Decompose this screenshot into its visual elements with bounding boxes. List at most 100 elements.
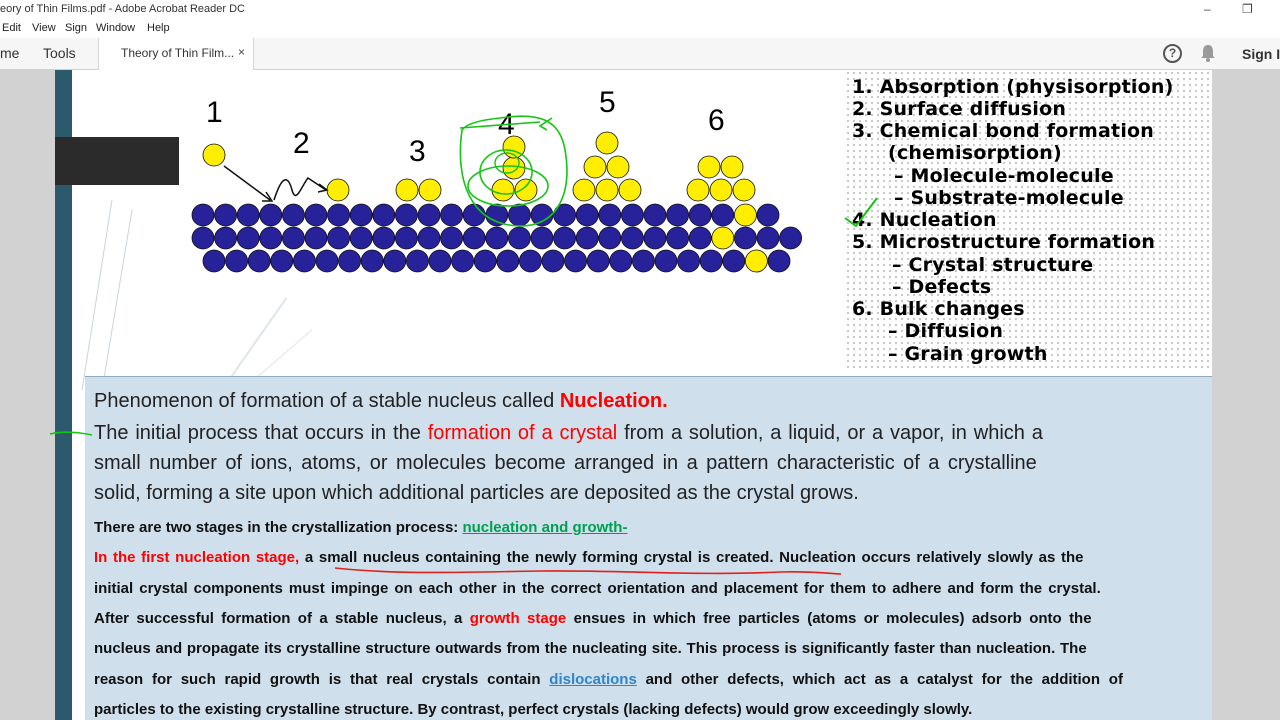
substrate-atom	[236, 226, 260, 250]
atom-lattice-illustration	[191, 131, 802, 273]
detail-line-1-c: Nucleation occurs relatively slowly as t…	[773, 549, 1084, 566]
para-line-1-a: The initial process that occurs in the	[94, 422, 428, 444]
substrate-atom	[473, 249, 497, 273]
step-1: 1. Absorption (physisorption)	[852, 76, 1174, 98]
substrate-atom	[202, 249, 226, 273]
adatom	[395, 178, 419, 202]
detail-line-5-a: reason for such rapid growth is that rea…	[94, 671, 550, 688]
adatom	[686, 178, 710, 202]
menu-edit[interactable]: Edit	[2, 22, 21, 34]
substrate-atom	[451, 249, 475, 273]
substrate-atom	[666, 226, 690, 250]
substrate-atom	[643, 226, 667, 250]
step-6-sub-1: – Diffusion	[888, 320, 1004, 342]
text-panel: Phenomenon of formation of a stable nucl…	[85, 376, 1212, 720]
definition-text: Phenomenon of formation of a stable nucl…	[94, 390, 560, 412]
adatom	[709, 178, 733, 202]
bell-icon[interactable]	[1200, 44, 1216, 62]
substrate-atom	[349, 203, 373, 227]
step-6: 6. Bulk changes	[852, 298, 1025, 320]
substrate-atom	[394, 203, 418, 227]
detail-line-4: nucleus and propagate its crystalline st…	[94, 640, 1087, 657]
detail-line-1: In the first nucleation stage, a small n…	[94, 549, 1083, 566]
substrate-atom	[553, 226, 577, 250]
substrate-atom	[564, 249, 588, 273]
step-3-sub-2: – Substrate-molecule	[894, 187, 1124, 209]
substrate-atom	[349, 226, 373, 250]
menu-view[interactable]: View	[32, 22, 56, 34]
substrate-atom	[485, 226, 509, 250]
substrate-atom	[428, 249, 452, 273]
substrate-atom	[360, 249, 384, 273]
tab-home[interactable]: me	[0, 45, 20, 61]
menu-help[interactable]: Help	[147, 22, 170, 34]
sign-in-button[interactable]: Sign I	[1242, 46, 1280, 62]
substrate-atom	[191, 226, 215, 250]
adatom	[572, 178, 596, 202]
substrate-atom	[734, 203, 757, 227]
first-stage-text: In the first nucleation stage,	[94, 549, 300, 566]
substrate-atom	[711, 226, 735, 250]
diagram-label-4: 4	[498, 108, 515, 141]
adatom	[583, 155, 607, 179]
substrate-atom	[575, 203, 599, 227]
substrate-atom	[507, 203, 531, 227]
substrate-atom	[541, 249, 565, 273]
restore-button[interactable]: ❐	[1242, 2, 1253, 16]
substrate-atom	[518, 249, 542, 273]
substrate-atom	[734, 226, 757, 250]
substrate-atom	[191, 203, 215, 227]
substrate-atom	[654, 249, 678, 273]
substrate-atom	[417, 203, 441, 227]
detail-line-3-a: After successful formation of a stable n…	[94, 610, 470, 627]
substrate-atom	[779, 226, 802, 250]
substrate-atom	[530, 226, 554, 250]
substrate-atom	[259, 203, 283, 227]
substrate-atom	[417, 226, 441, 250]
substrate-atom	[620, 226, 644, 250]
diagram-label-1: 1	[206, 96, 223, 129]
adatom	[618, 178, 642, 202]
substrate-atom	[259, 226, 283, 250]
detail-line-6: particles to the existing crystalline st…	[94, 701, 973, 718]
substrate-atom	[722, 249, 746, 273]
minimize-button[interactable]: –	[1204, 2, 1211, 16]
menu-sign[interactable]: Sign	[65, 22, 88, 34]
substrate-atom	[496, 249, 520, 273]
adatom	[418, 178, 442, 202]
adatom	[697, 155, 721, 179]
dislocations-link[interactable]: dislocations	[549, 671, 637, 688]
tab-tools[interactable]: Tools	[43, 45, 76, 61]
substrate-atom	[745, 249, 768, 273]
substrate-atom	[711, 203, 735, 227]
substrate-atom	[236, 203, 260, 227]
definition-line: Phenomenon of formation of a stable nucl…	[94, 390, 668, 413]
adatom	[502, 156, 526, 180]
substrate-atom	[643, 203, 667, 227]
adatom	[720, 155, 744, 179]
stages-intro: There are two stages in the crystallizat…	[94, 519, 627, 536]
diagram-label-2: 2	[293, 127, 310, 160]
substrate-atom	[394, 226, 418, 250]
growth-stage-term: growth stage	[469, 610, 567, 627]
help-icon[interactable]: ?	[1163, 44, 1182, 63]
nucleation-diagram: 1 2 3 4 5 6	[182, 80, 810, 298]
nucleation-growth-link[interactable]: nucleation and growth-	[462, 519, 628, 536]
adatom	[595, 131, 619, 155]
substrate-atom	[304, 203, 328, 227]
step-4: 4. Nucleation	[852, 209, 997, 231]
document-viewer[interactable]: 1 2 3 4 5 6 1. Absorption (physisorption…	[0, 70, 1280, 720]
step-3-cont: (chemisorption)	[888, 142, 1062, 164]
window-title: eory of Thin Films.pdf - Adobe Acrobat R…	[0, 3, 245, 15]
tab-document[interactable]: Theory of Thin Film... ×	[98, 38, 254, 70]
substrate-atom	[440, 226, 464, 250]
step-2: 2. Surface diffusion	[852, 98, 1067, 120]
substrate-atom	[575, 226, 599, 250]
substrate-atom	[507, 226, 531, 250]
menu-window[interactable]: Window	[96, 22, 136, 34]
para-line-3: solid, forming a site upon which additio…	[94, 482, 859, 504]
substrate-atom	[462, 226, 486, 250]
substrate-atom	[282, 203, 305, 227]
detail-line-1-b: a small nucleus containing the newly for…	[299, 549, 774, 566]
close-tab-icon[interactable]: ×	[238, 45, 246, 59]
